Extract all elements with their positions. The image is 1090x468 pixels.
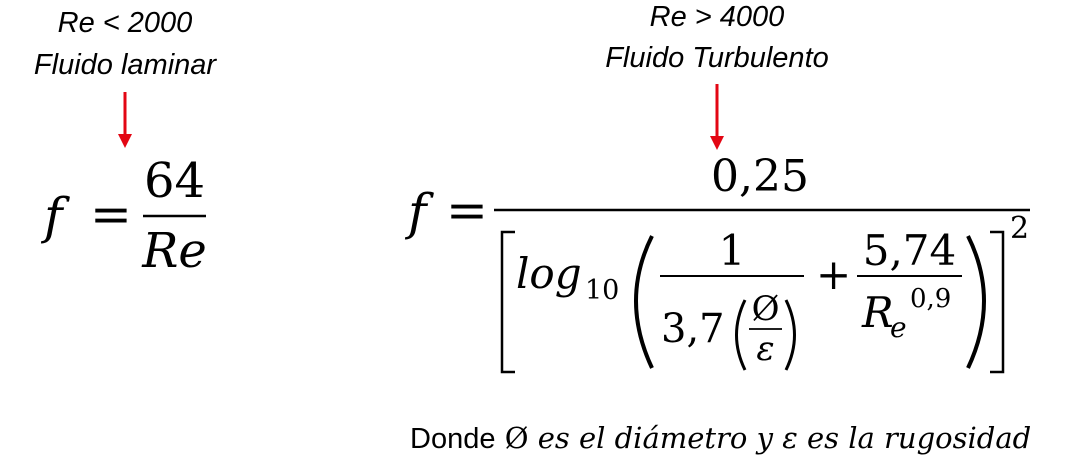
log-text: log	[516, 249, 582, 298]
r-symbol: R	[862, 288, 894, 337]
left-square-bracket	[500, 230, 515, 374]
footnote-eps-text: es la rugosidad	[806, 421, 1032, 455]
footnote-donde: Donde	[410, 423, 496, 455]
outer-exponent-2: 2	[1010, 211, 1030, 246]
epsilon-symbol: ε	[756, 329, 775, 369]
right-square-bracket	[990, 230, 1005, 374]
numerator-574: 5,74	[862, 226, 957, 275]
turbulent-numerator: 0,25	[711, 151, 809, 202]
condition-laminar: Re < 2000	[57, 7, 193, 39]
r-superscript-0-9: 0,9	[910, 284, 952, 314]
laminar-equals: =	[90, 185, 132, 243]
regime-turbulent: Fluido Turbulento	[605, 42, 829, 74]
footnote: Donde Ø es el diámetro y ε es la rugosid…	[410, 420, 1031, 457]
condition-turbulent: Re > 4000	[649, 1, 785, 33]
right-large-paren	[966, 235, 986, 369]
left-large-paren	[634, 235, 654, 369]
regime-laminar: Fluido laminar	[33, 49, 217, 81]
phi-symbol: Ø	[751, 289, 780, 329]
left-small-paren	[735, 299, 747, 371]
coefficient-3-7: 3,7	[661, 306, 725, 352]
laminar-lhs-f: f	[44, 187, 63, 245]
arrow-turbulent-head	[710, 136, 724, 150]
laminar-denominator: Re	[142, 223, 207, 279]
right-small-paren	[784, 299, 796, 371]
footnote-eps: ε	[782, 421, 798, 455]
turbulent-lhs-f: f	[408, 183, 427, 241]
laminar-numerator: 64	[143, 153, 206, 209]
plus-sign: +	[816, 250, 852, 299]
fraction-one: 1	[718, 226, 746, 275]
footnote-phi: Ø	[504, 421, 529, 455]
turbulent-equals: =	[446, 181, 488, 239]
log-base: 10	[585, 275, 620, 306]
r-subscript-e: e	[890, 311, 907, 344]
arrow-laminar-head	[118, 134, 132, 148]
footnote-phi-text: es el diámetro y	[537, 421, 773, 455]
